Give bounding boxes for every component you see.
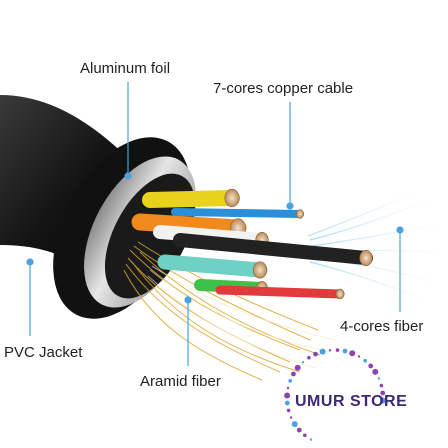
label-pvc-jacket: PVC Jacket (4, 344, 83, 361)
wire-blue (171, 208, 304, 218)
brand-dot (335, 348, 340, 352)
label-fiber-cores: 4-cores fiber (340, 318, 424, 335)
brand-dot (349, 350, 356, 357)
brand-dot (303, 433, 307, 438)
wire-yellow (142, 190, 240, 208)
brand-dot (294, 364, 301, 371)
callout-dot-copper (286, 202, 294, 210)
copper-end-black (359, 250, 373, 267)
aramid-fiber-light (147, 265, 336, 369)
brand-dot (342, 348, 348, 354)
label-copper-cable: 7-cores copper cable (213, 80, 354, 97)
callout-lines (26, 82, 404, 366)
callout-dot-fiber (396, 226, 404, 234)
brand-dot (368, 363, 374, 369)
brand-dot (380, 390, 386, 396)
brand-dot (377, 377, 381, 380)
callout-dot-aramid (184, 296, 192, 304)
brand-dot (291, 371, 296, 377)
brand-dot (379, 397, 386, 404)
brand-dot (307, 355, 311, 360)
brand-dot (328, 349, 332, 352)
fiber-glow-strands (307, 189, 441, 301)
brand-dot (363, 358, 368, 363)
label-aramid-fiber: Aramid fiber (140, 373, 221, 390)
brand-dot (289, 416, 293, 419)
copper-end-blue (296, 209, 304, 219)
copper-end-yellow (224, 188, 240, 208)
brand-dot (357, 355, 361, 358)
wire-orange (131, 213, 247, 237)
callout-dot-pvc (26, 258, 34, 266)
brand-dot (379, 383, 384, 388)
brand-dot (288, 379, 293, 383)
brand-dot (286, 386, 290, 390)
brand-dot (284, 392, 291, 399)
label-aluminum-foil: Aluminum foil (80, 60, 171, 77)
brand-dot (291, 421, 298, 428)
brand-logo-dots (284, 348, 386, 441)
brand-dot (313, 351, 318, 357)
wire-red (215, 285, 345, 299)
callout-dot-foil (124, 172, 132, 180)
brand-dot (372, 368, 379, 375)
copper-end-red (335, 288, 345, 300)
brand-dot (309, 438, 313, 441)
brand-dot (286, 408, 291, 413)
brand-logo-text: UMUR STORE (295, 393, 408, 410)
wire-black (173, 233, 373, 265)
brand-dot (319, 348, 326, 355)
brand-dot (296, 427, 302, 433)
wire-teal (157, 254, 268, 278)
brand-dot (284, 400, 290, 406)
copper-wires (131, 188, 373, 300)
brand-dot (301, 361, 305, 364)
copper-end-teal (252, 261, 268, 279)
